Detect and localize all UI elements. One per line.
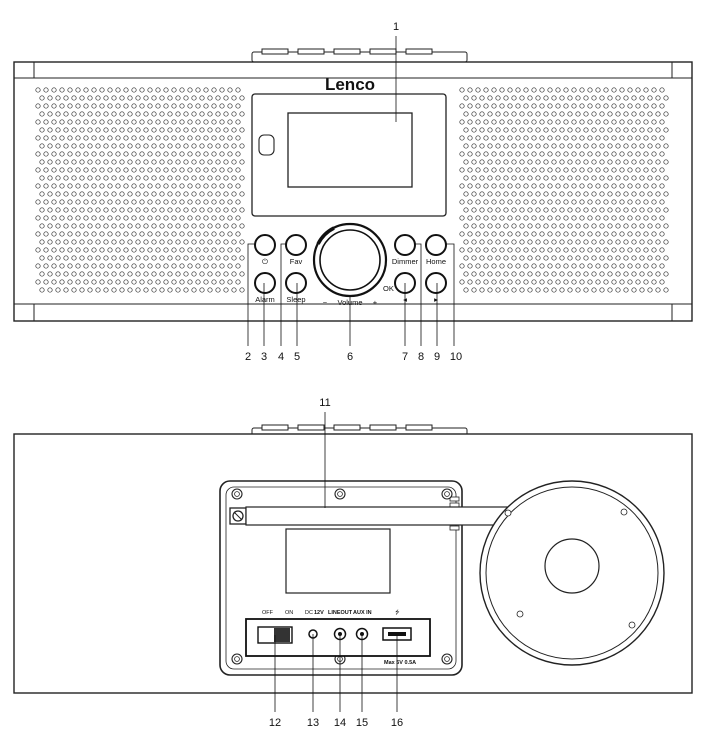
usb-icon: ⭍ [395, 608, 400, 616]
callout-8: 8 [418, 351, 424, 363]
alarm-button[interactable] [254, 272, 276, 294]
fav-label: Fav [290, 257, 303, 266]
callout-6: 6 [347, 351, 353, 363]
callout-7: 7 [402, 351, 408, 363]
dimmer-button[interactable] [394, 234, 416, 256]
switch-on-label: ON [285, 610, 293, 616]
sensor-window [258, 134, 275, 156]
volume-knob[interactable] [312, 222, 388, 298]
power-button[interactable] [254, 234, 276, 256]
callout-4: 4 [278, 351, 284, 363]
front-top-buttons [251, 48, 468, 63]
connector-panel [245, 618, 431, 657]
callout-1: 1 [393, 21, 399, 33]
next-symbol: ▸ [434, 295, 438, 304]
fav-button[interactable] [285, 234, 307, 256]
callout-2: 2 [245, 351, 251, 363]
left-speaker-grille [35, 87, 245, 293]
auxin-label: AUX IN [353, 610, 372, 616]
home-label: Home [426, 257, 446, 266]
callout-10: 10 [450, 351, 462, 363]
rear-speaker-port [479, 480, 665, 666]
display-panel [251, 93, 447, 217]
sleep-label: Sleep [286, 295, 305, 304]
lineout-label: LINEOUT [328, 610, 353, 616]
next-button[interactable] [425, 272, 447, 294]
volume-plus: + [373, 298, 378, 307]
callout-12: 12 [269, 717, 281, 729]
callout-11: 11 [319, 397, 330, 409]
callout-5: 5 [294, 351, 300, 363]
switch-off-label: OFF [262, 610, 274, 616]
display-screen [287, 112, 413, 188]
dimmer-label: Dimmer [392, 257, 419, 266]
callout-14: 14 [334, 717, 346, 729]
callout-16: 16 [391, 717, 403, 729]
home-button[interactable] [425, 234, 447, 256]
front-leader-lines [247, 36, 455, 346]
back-view: OFF ON DC 12V LINEOUT AUX IN ⭍ Max 5V 0.… [13, 397, 693, 729]
right-speaker-grille [459, 87, 669, 293]
front-view: Lenco ⏻ Fav Alarm Sleep Dimmer [13, 21, 693, 363]
back-leader-lines [274, 412, 398, 712]
callout-9: 9 [434, 351, 440, 363]
sleep-button[interactable] [285, 272, 307, 294]
usb-rating-label: Max 5V 0.5A [384, 660, 416, 666]
back-label-area [285, 528, 391, 594]
alarm-label: Alarm [255, 295, 275, 304]
callout-15: 15 [356, 717, 368, 729]
ok-label: OK [383, 284, 394, 293]
callout-3: 3 [261, 351, 267, 363]
brand-logo: Lenco [325, 75, 375, 94]
dc-voltage-label: 12V [314, 610, 324, 616]
power-symbol: ⏻ [262, 257, 269, 266]
volume-minus: − [323, 298, 328, 307]
dc-label: DC [305, 610, 313, 616]
callout-13: 13 [307, 717, 319, 729]
